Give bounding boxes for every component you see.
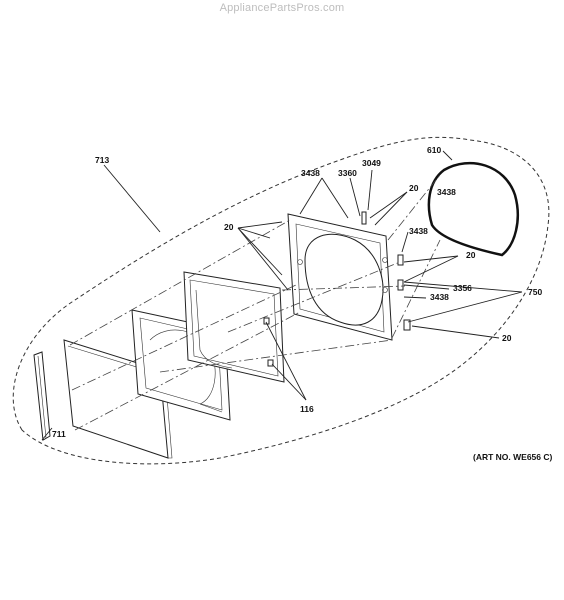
assembly-boundary-713 bbox=[12, 136, 550, 465]
callout-20-top: 20 bbox=[409, 183, 419, 193]
callout-20-right: 20 bbox=[466, 250, 476, 260]
callout-713: 713 bbox=[95, 155, 109, 165]
callout-3360: 3360 bbox=[338, 168, 357, 178]
leader-lines bbox=[41, 150, 523, 441]
callout-711: 711 bbox=[52, 429, 66, 439]
callout-20-bottom: 20 bbox=[502, 333, 512, 343]
callout-3438-right-a: 3438 bbox=[409, 226, 428, 236]
callout-610: 610 bbox=[427, 145, 441, 155]
hardware-parts bbox=[263, 211, 411, 367]
door-gasket-610 bbox=[427, 161, 519, 257]
door-handle bbox=[33, 351, 51, 441]
watermark-text: AppliancePartsPros.com bbox=[219, 2, 345, 14]
callout-3438-top: 3438 bbox=[301, 168, 320, 178]
callout-3049: 3049 bbox=[362, 158, 381, 168]
door-trim-frame bbox=[183, 271, 285, 383]
art-number-label: (ART NO. WE656 C) bbox=[473, 452, 553, 462]
callout-20-left: 20 bbox=[224, 222, 234, 232]
front-panel bbox=[287, 213, 393, 341]
callout-3356: 3356 bbox=[453, 283, 472, 293]
callout-3438-gasket: 3438 bbox=[437, 187, 456, 197]
alignment-lines bbox=[69, 174, 441, 431]
callout-750: 750 bbox=[528, 287, 542, 297]
callout-3438-right-b: 3438 bbox=[430, 292, 449, 302]
callout-116: 116 bbox=[300, 404, 314, 414]
